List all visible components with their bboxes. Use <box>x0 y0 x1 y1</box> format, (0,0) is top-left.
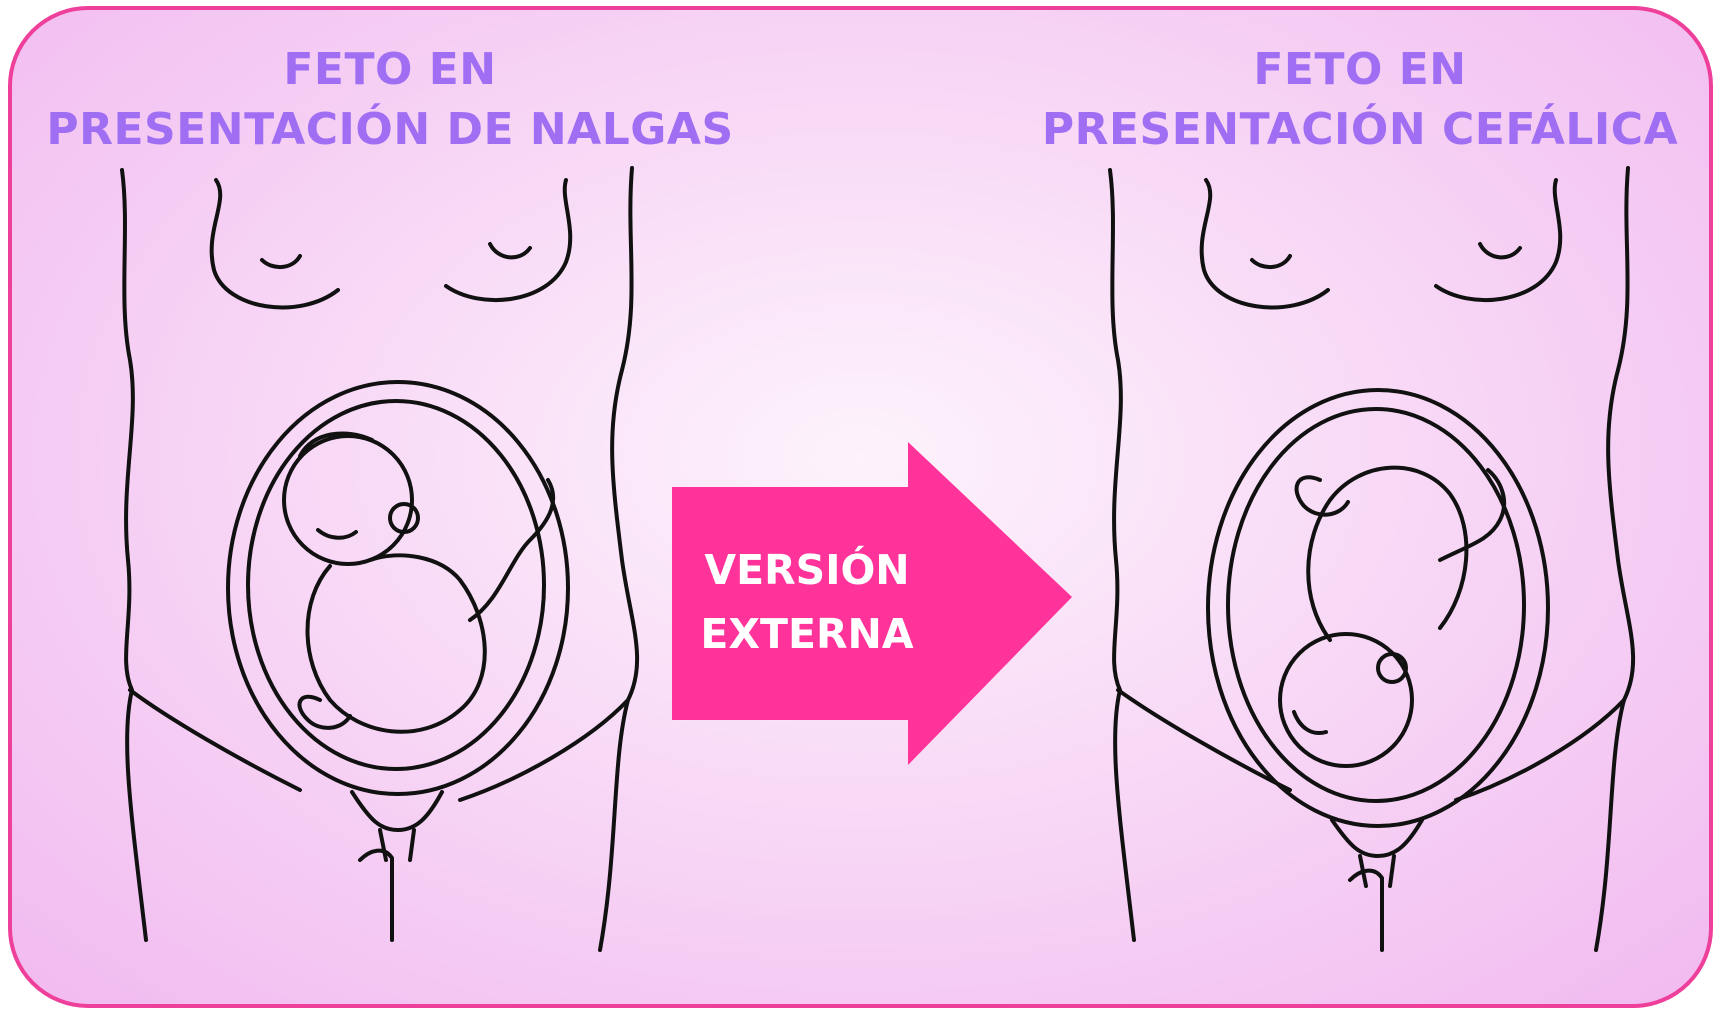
cephalic-fetus-illustration <box>1108 166 1636 952</box>
right-uterus-inner <box>1226 407 1526 803</box>
right-body-outline-right <box>1594 166 1636 952</box>
cephalic-title-line2: PRESENTACIÓN CEFÁLICA <box>1041 104 1679 155</box>
left-body-outline-right <box>598 166 640 952</box>
right-umbilical-cord <box>1438 468 1507 562</box>
external-version-line1: VERSIÓN <box>704 546 910 594</box>
left-legs <box>128 688 630 802</box>
cephalic-title: FETO EN PRESENTACIÓN CEFÁLICA <box>1030 40 1690 160</box>
left-fetus-body <box>305 553 487 734</box>
left-uterus-inner <box>246 399 546 771</box>
left-breast-right <box>444 178 573 303</box>
right-breast-left <box>1199 178 1330 310</box>
left-body-outline-left <box>120 168 148 942</box>
left-fetus-head <box>282 434 414 566</box>
breech-fetus-illustration <box>120 166 640 952</box>
right-arrow-icon <box>672 442 1072 765</box>
external-version-line2: EXTERNA <box>700 610 914 658</box>
breech-title: FETO EN PRESENTACIÓN DE NALGAS <box>40 40 740 160</box>
right-uterus-outer <box>1206 388 1550 828</box>
breech-title-line1: FETO EN <box>283 44 497 95</box>
external-version-label: VERSIÓN EXTERNA <box>672 538 942 666</box>
breech-title-line2: PRESENTACIÓN DE NALGAS <box>46 104 734 155</box>
cephalic-title-line1: FETO EN <box>1253 44 1467 95</box>
right-breast-right <box>1434 178 1563 303</box>
right-fetus-body <box>1306 465 1469 642</box>
left-uterus-outer <box>226 380 570 796</box>
left-breast-left <box>209 178 340 310</box>
left-umbilical-cord <box>468 478 556 622</box>
right-body-outline-left <box>1108 168 1136 942</box>
right-fetus-head <box>1278 632 1414 768</box>
